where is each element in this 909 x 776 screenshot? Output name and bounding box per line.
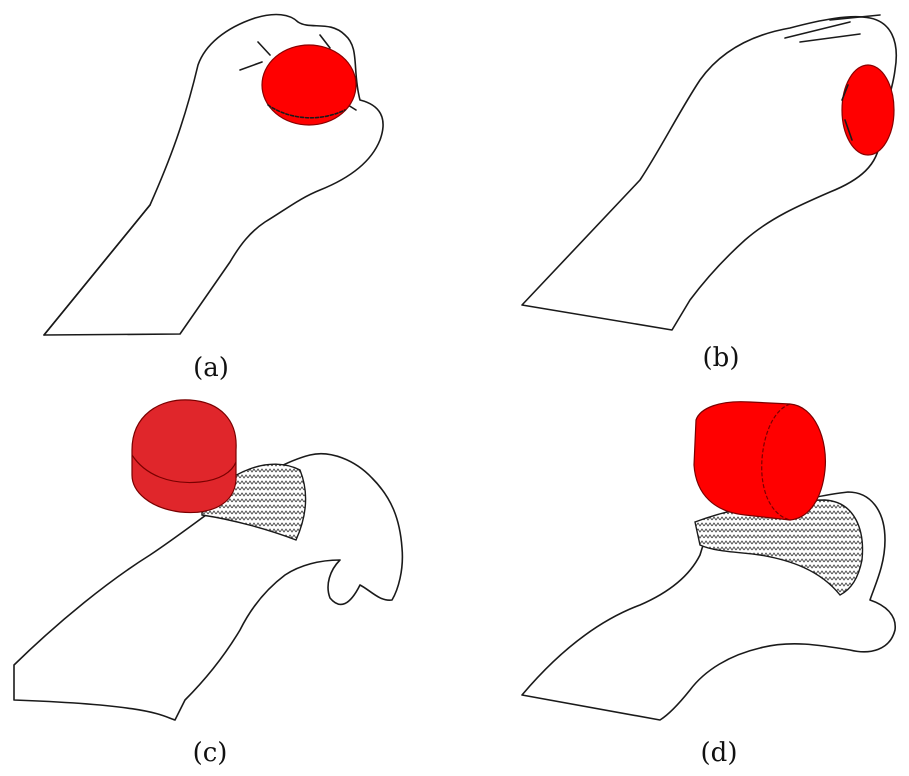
panel-d-red-cylinder [694,402,825,520]
panel-c-drawing [14,400,402,720]
panel-c-red-cylinder [132,400,236,513]
panel-b-hand [522,17,896,330]
panel-b-red-disk [842,65,894,155]
panel-d-drawing [522,402,895,720]
caption-b: (b) [681,343,761,373]
caption-c: (c) [170,738,250,768]
caption-d: (d) [679,738,759,768]
panel-b-drawing [522,15,896,330]
panel-a-drawing [44,15,383,335]
panel-a-red-ball [262,45,356,125]
caption-a: (a) [171,353,251,383]
